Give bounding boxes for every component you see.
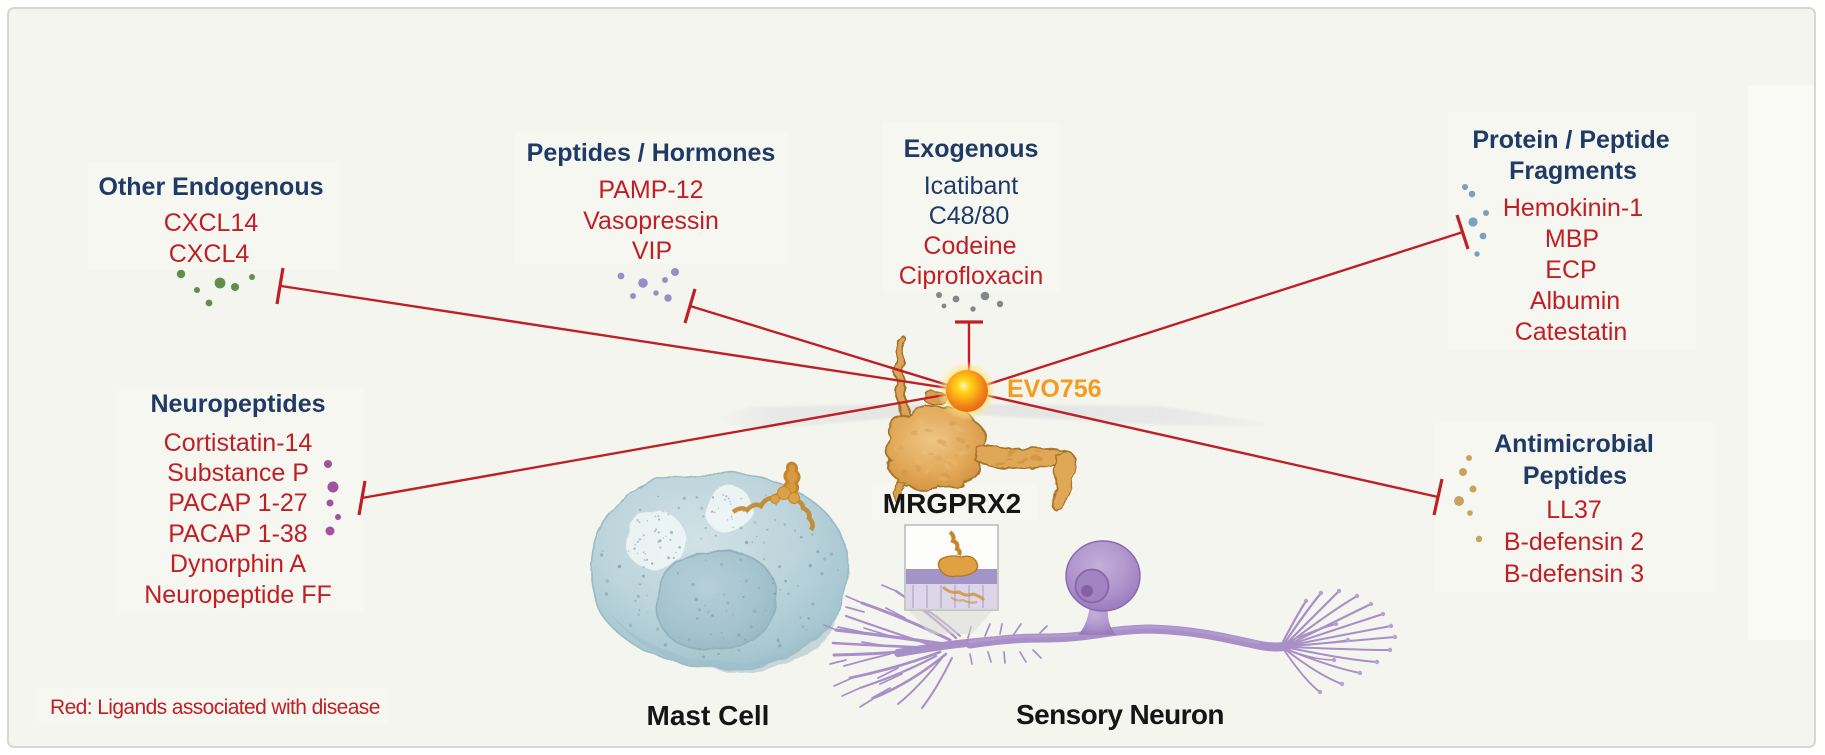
svg-text:LL37: LL37 — [1546, 496, 1602, 524]
svg-text:Mast Cell: Mast Cell — [647, 700, 770, 731]
svg-text:Substance P: Substance P — [167, 459, 309, 487]
svg-text:EVO756: EVO756 — [1007, 375, 1102, 403]
svg-text:Neuropeptides: Neuropeptides — [150, 390, 325, 418]
svg-text:Codeine: Codeine — [923, 232, 1016, 260]
svg-text:Catestatin: Catestatin — [1515, 318, 1628, 346]
svg-text:VIP: VIP — [632, 237, 672, 265]
svg-text:Peptides / Hormones: Peptides / Hormones — [527, 139, 776, 167]
svg-text:PACAP 1-38: PACAP 1-38 — [168, 520, 307, 548]
svg-text:CXCL14: CXCL14 — [164, 209, 259, 237]
svg-text:B-defensin 2: B-defensin 2 — [1504, 528, 1644, 556]
svg-text:Peptides: Peptides — [1523, 462, 1627, 490]
svg-text:Icatibant: Icatibant — [924, 172, 1019, 200]
svg-text:Sensory Neuron: Sensory Neuron — [1016, 699, 1224, 730]
svg-text:Other Endogenous: Other Endogenous — [99, 173, 324, 201]
svg-text:B-defensin 3: B-defensin 3 — [1504, 560, 1644, 588]
svg-text:ECP: ECP — [1545, 256, 1596, 284]
svg-text:PACAP 1-27: PACAP 1-27 — [168, 489, 307, 517]
svg-text:Neuropeptide FF: Neuropeptide FF — [144, 581, 332, 609]
svg-text:PAMP-12: PAMP-12 — [598, 176, 703, 204]
svg-text:Protein / Peptide: Protein / Peptide — [1472, 126, 1669, 154]
svg-text:Exogenous: Exogenous — [904, 135, 1039, 163]
svg-text:CXCL4: CXCL4 — [169, 240, 250, 268]
svg-text:C48/80: C48/80 — [929, 202, 1010, 230]
svg-text:Albumin: Albumin — [1530, 287, 1620, 315]
svg-text:Antimicrobial: Antimicrobial — [1494, 430, 1654, 458]
svg-text:Cortistatin-14: Cortistatin-14 — [164, 429, 313, 457]
svg-text:Dynorphin A: Dynorphin A — [170, 550, 307, 578]
svg-text:MRGPRX2: MRGPRX2 — [883, 488, 1021, 519]
svg-text:Ciprofloxacin: Ciprofloxacin — [899, 262, 1044, 290]
svg-text:Red: Ligands associated with d: Red: Ligands associated with disease — [50, 696, 380, 719]
svg-text:Fragments: Fragments — [1509, 157, 1637, 185]
svg-text:Hemokinin-1: Hemokinin-1 — [1503, 194, 1643, 222]
svg-text:Vasopressin: Vasopressin — [583, 207, 719, 235]
svg-text:MBP: MBP — [1545, 225, 1599, 253]
